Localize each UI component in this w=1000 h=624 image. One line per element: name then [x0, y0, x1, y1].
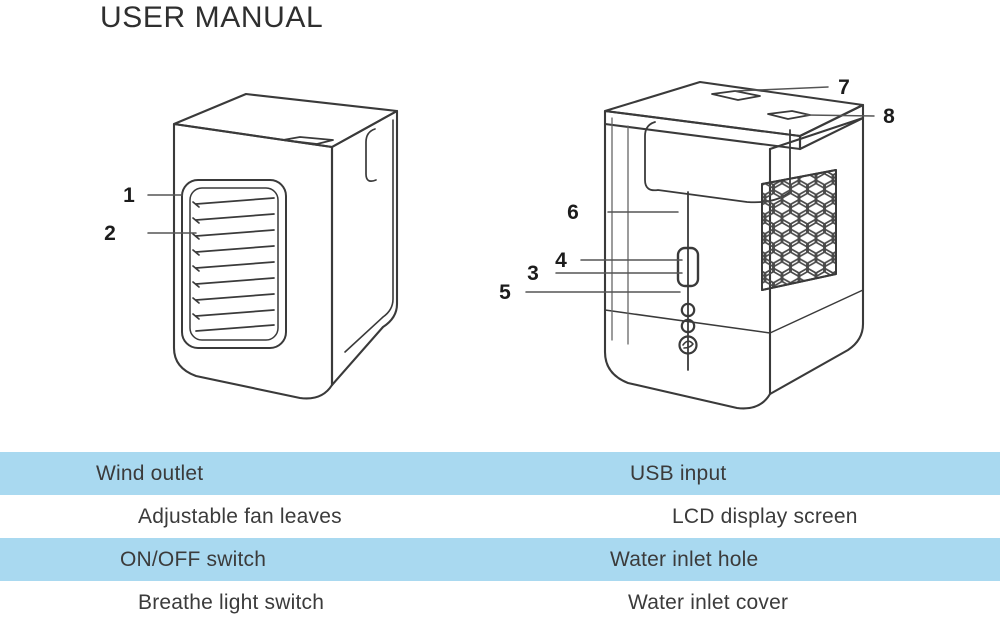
- right-unit-lid-lip-side: [798, 103, 865, 151]
- table-row: Wind outlet USB input: [0, 452, 1000, 495]
- legend-label-left: Breathe light switch: [138, 590, 325, 614]
- legend-label-left: ON/OFF switch: [120, 547, 267, 571]
- callout-number-8: 8: [883, 105, 895, 128]
- left-unit-front-face: [172, 122, 334, 400]
- usb-input: [678, 335, 698, 355]
- callout-number-1: 1: [123, 184, 135, 207]
- right-unit-control-strip: [676, 191, 700, 371]
- left-unit-side-seam: [344, 119, 394, 353]
- product-illustrations: 1 2 7 8 6 4 3 5: [0, 52, 1000, 442]
- legend-label-left: Adjustable fan leaves: [138, 504, 342, 528]
- legend-label-left: Wind outlet: [96, 461, 204, 485]
- leader-line-8: [805, 114, 875, 117]
- water-inlet-cover: [767, 110, 811, 120]
- left-unit-leader-lines: [147, 194, 197, 234]
- leader-line-7: [734, 86, 829, 92]
- table-row: Adjustable fan leaves LCD display screen: [0, 495, 1000, 538]
- wind-outlet-frame: [181, 179, 287, 349]
- adjustable-fan-leaves: [195, 197, 275, 332]
- right-unit-left-face: [603, 122, 772, 410]
- table-row: Breathe light switch Water inlet cover: [0, 581, 1000, 624]
- right-unit-base-seam-side: [769, 289, 864, 334]
- right-unit-right-face: [768, 116, 865, 396]
- parts-legend-table: Wind outlet USB input Adjustable fan lea…: [0, 452, 1000, 624]
- left-unit-body: [172, 92, 399, 400]
- legend-label-right: USB input: [630, 461, 727, 485]
- legend-label-right: Water inlet hole: [610, 547, 759, 571]
- honeycomb-mesh-panel: [761, 169, 837, 291]
- legend-label-right: Water inlet cover: [628, 590, 789, 614]
- right-unit-construction-lines: [611, 117, 629, 345]
- callout-number-4: 4: [555, 249, 567, 272]
- callout-number-3: 3: [527, 262, 539, 285]
- lcd-display-screen: [676, 246, 700, 288]
- right-unit-leader-lines: [525, 86, 875, 293]
- usb-input-glyph: [682, 340, 694, 349]
- wind-outlet-inner-frame: [189, 187, 279, 341]
- callout-number-6: 6: [567, 201, 579, 224]
- breathe-light-switch: [680, 302, 696, 318]
- left-unit-wind-outlet: [181, 179, 287, 349]
- legend-label-right: LCD display screen: [672, 504, 858, 528]
- callout-number-5: 5: [499, 281, 511, 304]
- callout-number-7: 7: [838, 76, 850, 99]
- illustration-svg: [147, 80, 875, 410]
- water-inlet-hole: [711, 90, 761, 101]
- callout-number-2: 2: [104, 222, 116, 245]
- mesh-panel-frame-outline: [761, 169, 837, 291]
- left-unit-side-face: [330, 109, 399, 387]
- left-unit-corner-notch: [365, 128, 377, 182]
- right-unit-lid-lip: [603, 109, 802, 151]
- fan-leaf-hinges: [192, 201, 200, 320]
- page-title: USER MANUAL: [100, 1, 324, 34]
- table-row: ON/OFF switch Water inlet hole: [0, 538, 1000, 581]
- on-off-switch: [680, 318, 696, 334]
